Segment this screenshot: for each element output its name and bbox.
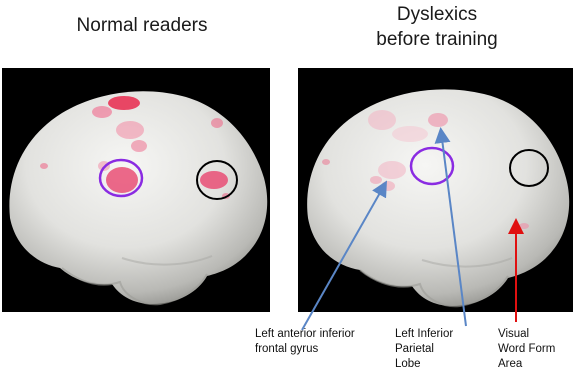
- activation-spot: [108, 96, 140, 110]
- frontal-gyrus-label-line1: Left anterior inferior: [255, 327, 355, 342]
- frontal-gyrus-label: Left anterior inferior frontal gyrus: [255, 327, 355, 357]
- dyslexics-title-line1: Dyslexics: [322, 2, 552, 27]
- dyslexics-title: Dyslexics before training: [322, 2, 552, 52]
- activation-spot: [392, 126, 428, 142]
- normal-readers-title: Normal readers: [42, 13, 242, 38]
- vwfa-label-line2: Word Form: [498, 342, 555, 357]
- activation-spot: [368, 110, 396, 130]
- activation-spot: [378, 161, 406, 179]
- activation-spot: [92, 106, 112, 118]
- normal-readers-title-text: Normal readers: [77, 15, 208, 36]
- vwfa-label: Visual Word Form Area: [498, 327, 555, 372]
- dyslexics-brain-image: [298, 68, 573, 312]
- dyslexics-title-line2: before training: [322, 27, 552, 52]
- activation-spot: [40, 163, 48, 169]
- parietal-lobe-label-line3: Lobe: [395, 357, 453, 372]
- dyslexics-brain-render: [298, 68, 573, 312]
- activation-spot: [200, 171, 228, 189]
- vwfa-label-line1: Visual: [498, 327, 555, 342]
- parietal-lobe-label: Left Inferior Parietal Lobe: [395, 327, 453, 372]
- activation-spot: [211, 118, 223, 128]
- activation-spot: [106, 167, 138, 193]
- parietal-lobe-label-line2: Parietal: [395, 342, 453, 357]
- normal-readers-brain-render: [2, 68, 270, 312]
- activation-spot: [322, 159, 330, 165]
- activation-spot: [519, 223, 529, 229]
- vwfa-label-line3: Area: [498, 357, 555, 372]
- parietal-lobe-label-line1: Left Inferior: [395, 327, 453, 342]
- activation-spot: [116, 121, 144, 139]
- frontal-gyrus-label-line2: frontal gyrus: [255, 342, 355, 357]
- activation-spot: [428, 113, 448, 127]
- activation-spot: [131, 140, 147, 152]
- activation-spot: [381, 181, 395, 191]
- normal-readers-brain-image: [2, 68, 270, 312]
- activation-spot: [370, 176, 382, 184]
